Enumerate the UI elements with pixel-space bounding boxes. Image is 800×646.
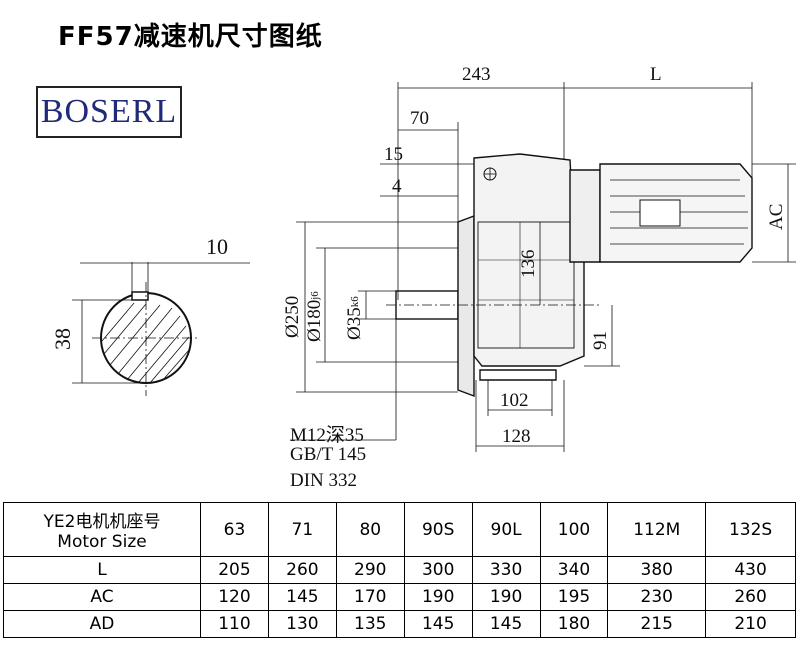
- table-cell: 135: [335, 610, 405, 638]
- table-cell: 260: [267, 556, 337, 584]
- table-row: L 205 260 290 300 330 340 380 430: [3, 556, 796, 584]
- table-cell: 205: [200, 556, 269, 584]
- dim-91: 91: [590, 331, 611, 350]
- housing-body: [477, 221, 575, 349]
- table-cell: 300: [403, 556, 473, 584]
- dim-4: 4: [392, 176, 402, 197]
- table-cell: 190: [403, 583, 473, 611]
- brand-logo: BOSERL: [36, 86, 182, 138]
- flange: [457, 214, 475, 398]
- gear-reducer-view: [386, 153, 753, 398]
- table-cell: 145: [403, 610, 473, 638]
- keyway: [131, 291, 149, 301]
- table-cell: 230: [607, 583, 707, 611]
- size-cell: 71: [267, 502, 337, 557]
- dim-shaft-dia: Ø35k6: [344, 296, 365, 340]
- terminal-box: [639, 199, 681, 227]
- note-standard-din: DIN 332: [290, 470, 358, 491]
- size-cell: 90L: [471, 502, 541, 557]
- technical-drawing: 10 38: [50, 64, 796, 452]
- table-cell: 330: [471, 556, 541, 584]
- size-cell: 112M: [607, 502, 707, 557]
- table-cell: 380: [607, 556, 707, 584]
- note-thread: M12深35: [290, 425, 364, 446]
- table-cell: 130: [267, 610, 337, 638]
- motor-adapter: [569, 169, 601, 263]
- dim-shaft-height: 38: [50, 328, 75, 350]
- table-cell: 145: [267, 583, 337, 611]
- table-cell: 180: [539, 610, 609, 638]
- table-cell: 290: [335, 556, 405, 584]
- dim-102: 102: [500, 390, 529, 411]
- table-cell: 190: [471, 583, 541, 611]
- shaft-section-view: [72, 262, 250, 396]
- table-cell: 340: [539, 556, 609, 584]
- table-cell: 260: [705, 583, 796, 611]
- table-header-row: YE2电机机座号 Motor Size 63 71 80 90S 90L 100…: [3, 502, 796, 557]
- table-row: AD 110 130 135 145 145 180 215 210: [3, 610, 796, 638]
- table-cell: 145: [471, 610, 541, 638]
- table-cell: 430: [705, 556, 796, 584]
- dim-L: L: [650, 64, 662, 85]
- size-cell: 80: [335, 502, 405, 557]
- motor-size-table: YE2电机机座号 Motor Size 63 71 80 90S 90L 100…: [3, 502, 796, 638]
- dim-136: 136: [518, 250, 539, 279]
- table-cell: 215: [607, 610, 707, 638]
- row-label: AD: [3, 610, 201, 638]
- table-cell: 210: [705, 610, 796, 638]
- page-title: FF57减速机尺寸图纸: [58, 22, 323, 52]
- dim-15: 15: [384, 144, 403, 165]
- size-cell: 100: [539, 502, 609, 557]
- dim-70: 70: [410, 108, 429, 129]
- row-label: AC: [3, 583, 201, 611]
- table-cell: 120: [200, 583, 269, 611]
- note-standard-gb: GB/T 145: [290, 444, 367, 465]
- dim-spigot-dia: Ø180j6: [304, 291, 325, 342]
- size-cell: 63: [200, 502, 269, 557]
- dim-AC: AC: [766, 204, 787, 230]
- dim-128: 128: [502, 426, 531, 447]
- dim-flange-dia: Ø250: [282, 296, 303, 338]
- table-cell: 195: [539, 583, 609, 611]
- dim-key-width: 10: [206, 234, 228, 259]
- table-cell: 110: [200, 610, 269, 638]
- size-cell: 90S: [403, 502, 473, 557]
- size-cell: 132S: [705, 502, 796, 557]
- table-row: AC 120 145 170 190 190 195 230 260: [3, 583, 796, 611]
- dim-243: 243: [462, 64, 491, 85]
- row-label: L: [3, 556, 201, 584]
- dimension-lines: [290, 82, 796, 452]
- table-cell: 170: [335, 583, 405, 611]
- table-header-label: YE2电机机座号 Motor Size: [3, 502, 201, 557]
- housing-base: [479, 369, 557, 381]
